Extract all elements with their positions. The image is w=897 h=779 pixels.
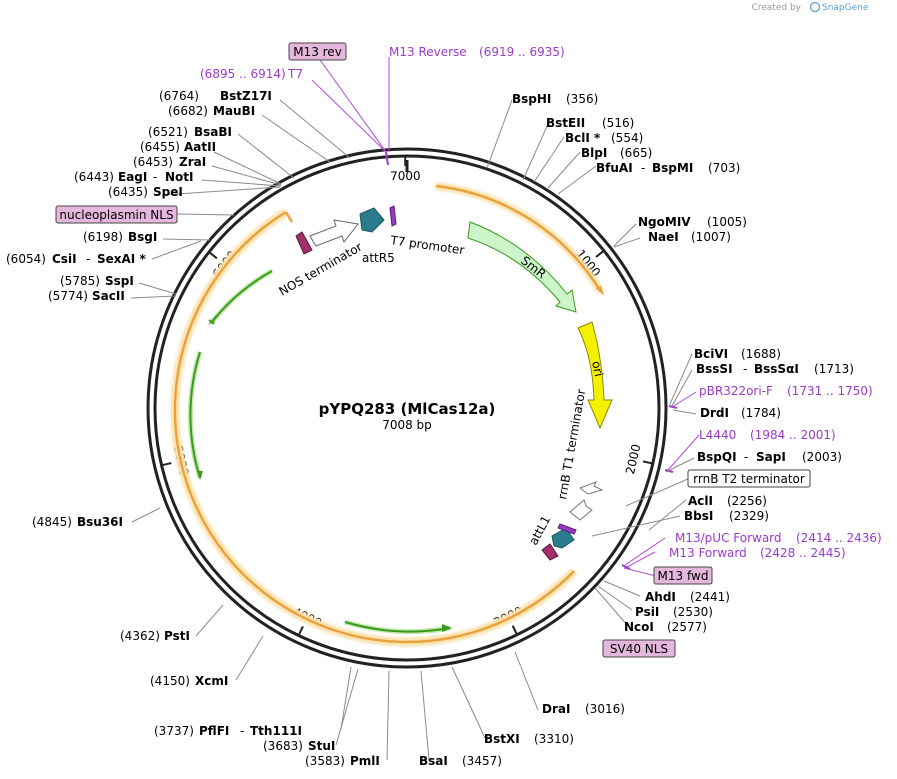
rrnb-t1-label: rrnB T1 terminator	[555, 388, 588, 500]
green-arrow-2	[188, 351, 203, 480]
box-nucleoplasmin: nucleoplasmin NLS	[55, 205, 178, 224]
m13-puc-forward-label: M13/pUC Forward (2414 .. 2436)	[675, 531, 882, 545]
bsgi-label: (6198) BsgI	[83, 230, 157, 244]
sspi-label: (5785) SspI	[60, 274, 134, 288]
t7-promoter-label: T7 promoter	[389, 233, 466, 257]
blpi-label: BlpI (665)	[581, 146, 652, 160]
snapgene-logo-icon	[809, 1, 821, 13]
ori-label: ori	[589, 360, 606, 378]
ori-feature: ori	[577, 321, 613, 430]
plasmid-name: pYPQ283 (MlCas12a)	[319, 400, 496, 418]
bsu36i-label: (4845) Bsu36I	[32, 515, 123, 529]
box-sv40: SV40 NLS	[602, 639, 676, 658]
green-arrow-3	[344, 619, 452, 634]
psti-label: (4362) PstI	[120, 629, 190, 643]
credit-brand: SnapGene	[822, 3, 869, 13]
tick-mark-4000	[297, 626, 304, 636]
bbsi-label: BbsI (2329)	[684, 509, 769, 523]
drai-label: DraI (3016)	[542, 702, 625, 716]
maubi-label: (6682) MauBI	[168, 104, 255, 118]
bstz17i-label: (6764) BstZ17I	[159, 89, 272, 103]
rrnb-t2-label: rrnB T2 terminator	[693, 472, 805, 486]
backbone-outer-ring	[146, 147, 668, 669]
ahdi-label: AhdI (2441)	[645, 590, 730, 604]
csii-sexai-label: (6054) CsiI - SexAI *	[6, 252, 146, 266]
eagi-noti-label: (6443) EagI - NotI	[74, 170, 194, 184]
acli-label: AclI (2256)	[688, 494, 767, 508]
primer-marks	[385, 151, 678, 570]
attl1-feature: attL1	[526, 513, 577, 561]
bcivi-label: BciVI (1688)	[694, 347, 781, 361]
nucleoplasmin-feature	[295, 231, 313, 255]
m13-rev-label: M13 rev	[293, 45, 342, 59]
orange-feature-large	[170, 208, 578, 647]
box-m13-fwd: M13 fwd	[653, 566, 713, 585]
bsai-label: BsaI (3457)	[419, 754, 502, 768]
spei-label: (6435) SpeI	[108, 185, 183, 199]
sv40-label: SV40 NLS	[610, 642, 668, 656]
ngomiv-label: NgoMIV (1005)	[638, 215, 747, 229]
l4440-label: L4440 (1984 .. 2001)	[699, 428, 836, 442]
box-m13-rev: M13 rev	[288, 42, 347, 61]
m13-forward-label: M13 Forward (2428 .. 2445)	[669, 546, 846, 560]
stui-label: (3683) StuI	[263, 739, 335, 753]
sacii-label: (5774) SacII	[48, 289, 125, 303]
zrai-label: (6453) ZraI	[133, 155, 206, 169]
pbr322ori-label: pBR322ori-F (1731 .. 1750)	[699, 384, 873, 398]
plasmid-length: 7008 bp	[382, 418, 432, 432]
tick-mark-1000	[595, 249, 605, 258]
bsssi-bsssai-label: BssSI - BssSαI (1713)	[696, 362, 854, 376]
rrnb-t2-feature	[569, 499, 593, 521]
credit-prefix: Created by	[751, 3, 801, 13]
t7-promoter-feature: T7 promoter	[389, 205, 466, 257]
aatii-label: (6455) AatII	[140, 140, 216, 154]
pmli-label: (3583) PmlI	[305, 754, 380, 768]
ncoi-label: NcoI (2577)	[624, 620, 707, 634]
bsphi-label: BspHI (356)	[512, 92, 598, 106]
tick-mark-3000	[511, 625, 518, 636]
orange-feature-top	[435, 182, 605, 296]
bspqi-sapi-label: BspQI - SapI (2003)	[697, 450, 842, 464]
bsteii-label: BstEII (516)	[546, 116, 634, 130]
box-rrnb-t2: rrnB T2 terminator	[687, 469, 811, 488]
pflfi-tth111i-label: (3737) PflFI - Tth111I	[154, 724, 302, 738]
psii-label: PsiI (2530)	[635, 605, 713, 619]
t7-primer-label: (6895 .. 6914) T7	[200, 67, 303, 81]
m13-fwd-label: M13 fwd	[658, 569, 709, 583]
m13-reverse-label: M13 Reverse (6919 .. 6935)	[389, 45, 565, 59]
smr-feature: SmR	[467, 221, 577, 313]
green-arrow-1	[208, 268, 274, 325]
tick-label-2000: 2000	[623, 443, 643, 476]
tick-label-7000: 7000	[390, 169, 421, 183]
bcli-label: BclI * (554)	[565, 131, 643, 145]
tick-mark-5000	[161, 462, 172, 467]
bsabi-label: (6521) BsaBI	[148, 125, 232, 139]
bstxi-label: BstXI (3310)	[484, 732, 574, 746]
drdi-label: DrdI (1784)	[700, 406, 781, 420]
attr5-label: attR5	[362, 251, 395, 265]
nos-terminator-label: NOS terminator	[277, 240, 365, 299]
bfuai-bspmi-label: BfuAI - BspMI (703)	[596, 161, 740, 175]
nucleoplasmin-label: nucleoplasmin NLS	[59, 208, 173, 222]
naei-label: NaeI (1007)	[648, 230, 731, 244]
attl1-label: attL1	[526, 513, 553, 547]
tick-mark-6000	[208, 251, 218, 260]
xcmi-label: (4150) XcmI	[150, 674, 228, 688]
leader-lines	[130, 56, 700, 761]
tick-mark-2000	[642, 460, 654, 465]
nos-terminator-feature: NOS terminator	[277, 219, 365, 299]
attr5-feature: attR5	[359, 207, 395, 265]
backbone-inner-ring	[153, 154, 661, 662]
